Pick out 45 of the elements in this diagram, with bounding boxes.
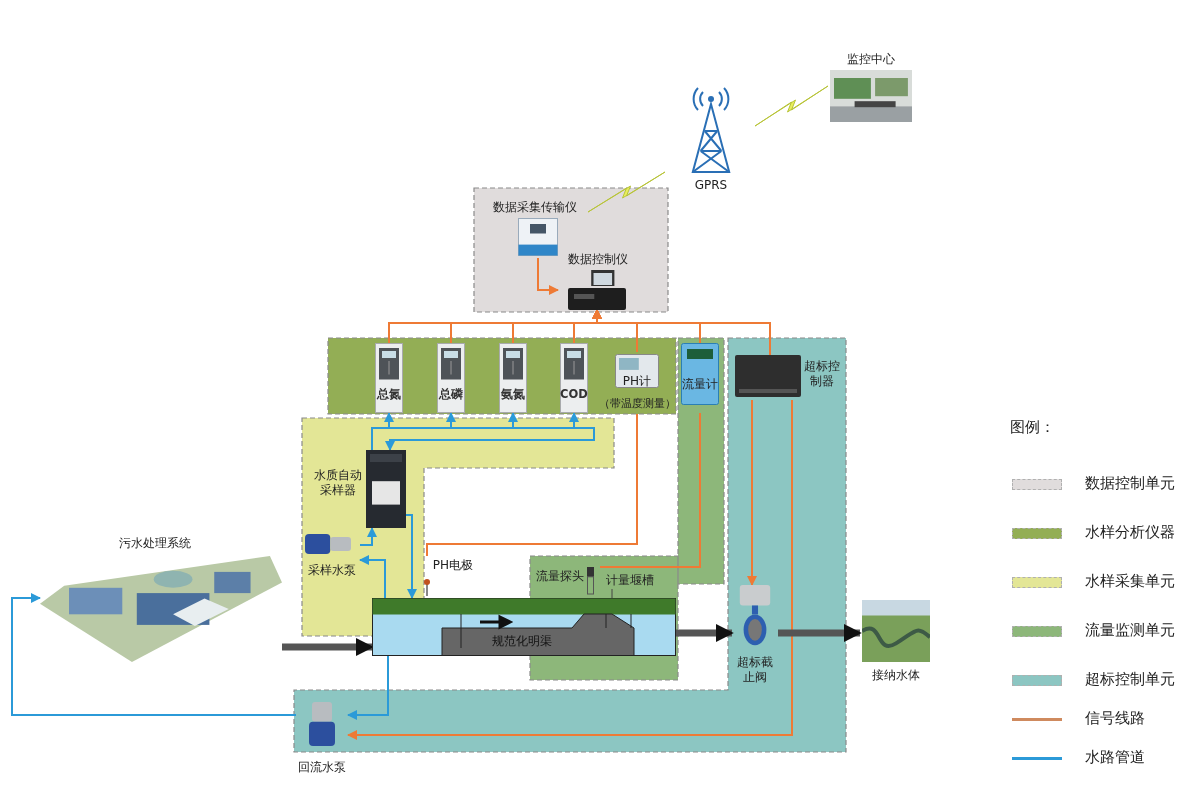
legend-label: 水样采集单元 [1085,572,1175,591]
signal-line [592,309,771,356]
node-label: 规范化明渠 [491,634,553,649]
node-caption: （带温度测量） [598,396,676,411]
legend-label: 信号线路 [1085,709,1145,728]
node-label: PH计 [621,374,653,389]
water-pipe-line [359,527,377,546]
legend-label: 水样分析仪器 [1085,523,1175,542]
legend-label: 超标控制单元 [1085,670,1175,689]
water-pipe-line [359,555,386,599]
water-pipe-line [11,593,297,716]
node-label: 接纳水体 [871,668,921,683]
legend-label: 数据控制单元 [1085,474,1175,493]
signal-line [599,412,701,568]
legend-title: 图例： [1010,418,1055,437]
node-label: 流量探头 [536,569,584,584]
signal-line [426,413,638,557]
pipe-arrow [282,637,374,657]
node-label: PH电极 [432,558,474,573]
node-label: 回流水泵 [297,760,347,775]
node-label: 计量堰槽 [605,573,655,588]
node-label: COD [560,387,588,402]
legend-label: 水路管道 [1085,748,1145,767]
water-pipe-line [405,514,417,599]
node-label: 流量计 [681,377,719,392]
signal-line [537,257,559,295]
node-label: 采样水泵 [306,563,357,578]
signal-line [747,399,757,586]
node-label: 氨氮 [500,387,526,402]
node-label: GPRS [693,178,729,193]
node-label: 超标控制器 [803,359,841,389]
node-label: 总磷 [437,387,464,402]
node-label: 总氮 [375,387,402,402]
legend-label: 流量监测单元 [1085,621,1175,640]
signal-line [347,399,793,740]
pipe-arrow [778,623,862,643]
node-label: 污水处理系统 [118,536,192,551]
node-label: 超标截止阀 [736,655,774,685]
water-pipe-line [347,655,389,720]
node-label: 监控中心 [846,52,896,67]
node-label: 数据控制仪 [567,252,629,267]
leader-line [611,588,613,599]
node-label: 水质自动采样器 [313,468,363,498]
node-label: 数据采集传输仪 [492,200,578,215]
pipe-arrow [676,623,734,643]
